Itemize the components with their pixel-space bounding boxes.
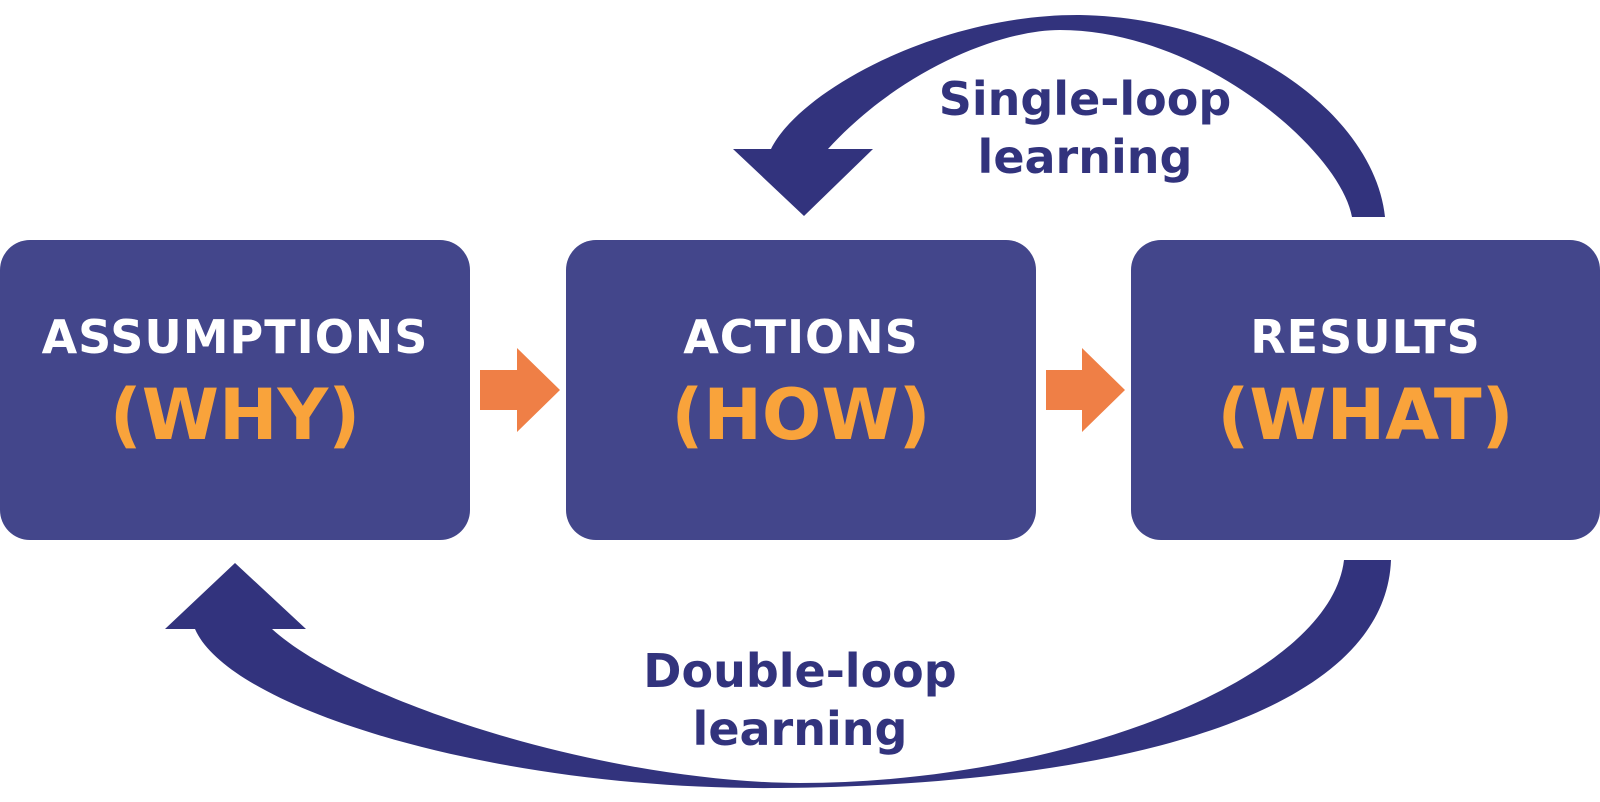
- double-loop-line1: Double-loop: [643, 644, 957, 698]
- box-assumptions: ASSUMPTIONS (WHY): [0, 240, 470, 540]
- single-loop-arrow: [733, 14, 1385, 217]
- box-subtitle: (HOW): [671, 374, 931, 456]
- single-loop-label: Single-loop learning: [900, 70, 1270, 186]
- double-loop-arrow: [165, 560, 1391, 789]
- box-results: RESULTS (WHAT): [1131, 240, 1600, 540]
- box-actions: ACTIONS (HOW): [566, 240, 1036, 540]
- box-subtitle: (WHY): [109, 374, 361, 456]
- flow-arrow-assumptions-actions: [480, 348, 560, 432]
- single-loop-line1: Single-loop: [938, 72, 1232, 126]
- box-subtitle: (WHAT): [1217, 374, 1514, 456]
- double-loop-line2: learning: [692, 702, 908, 756]
- box-title: RESULTS: [1250, 310, 1481, 364]
- box-title: ASSUMPTIONS: [41, 310, 429, 364]
- single-loop-line2: learning: [977, 130, 1193, 184]
- double-loop-label: Double-loop learning: [600, 642, 1000, 758]
- flow-arrow-actions-results: [1046, 348, 1125, 432]
- box-title: ACTIONS: [683, 310, 919, 364]
